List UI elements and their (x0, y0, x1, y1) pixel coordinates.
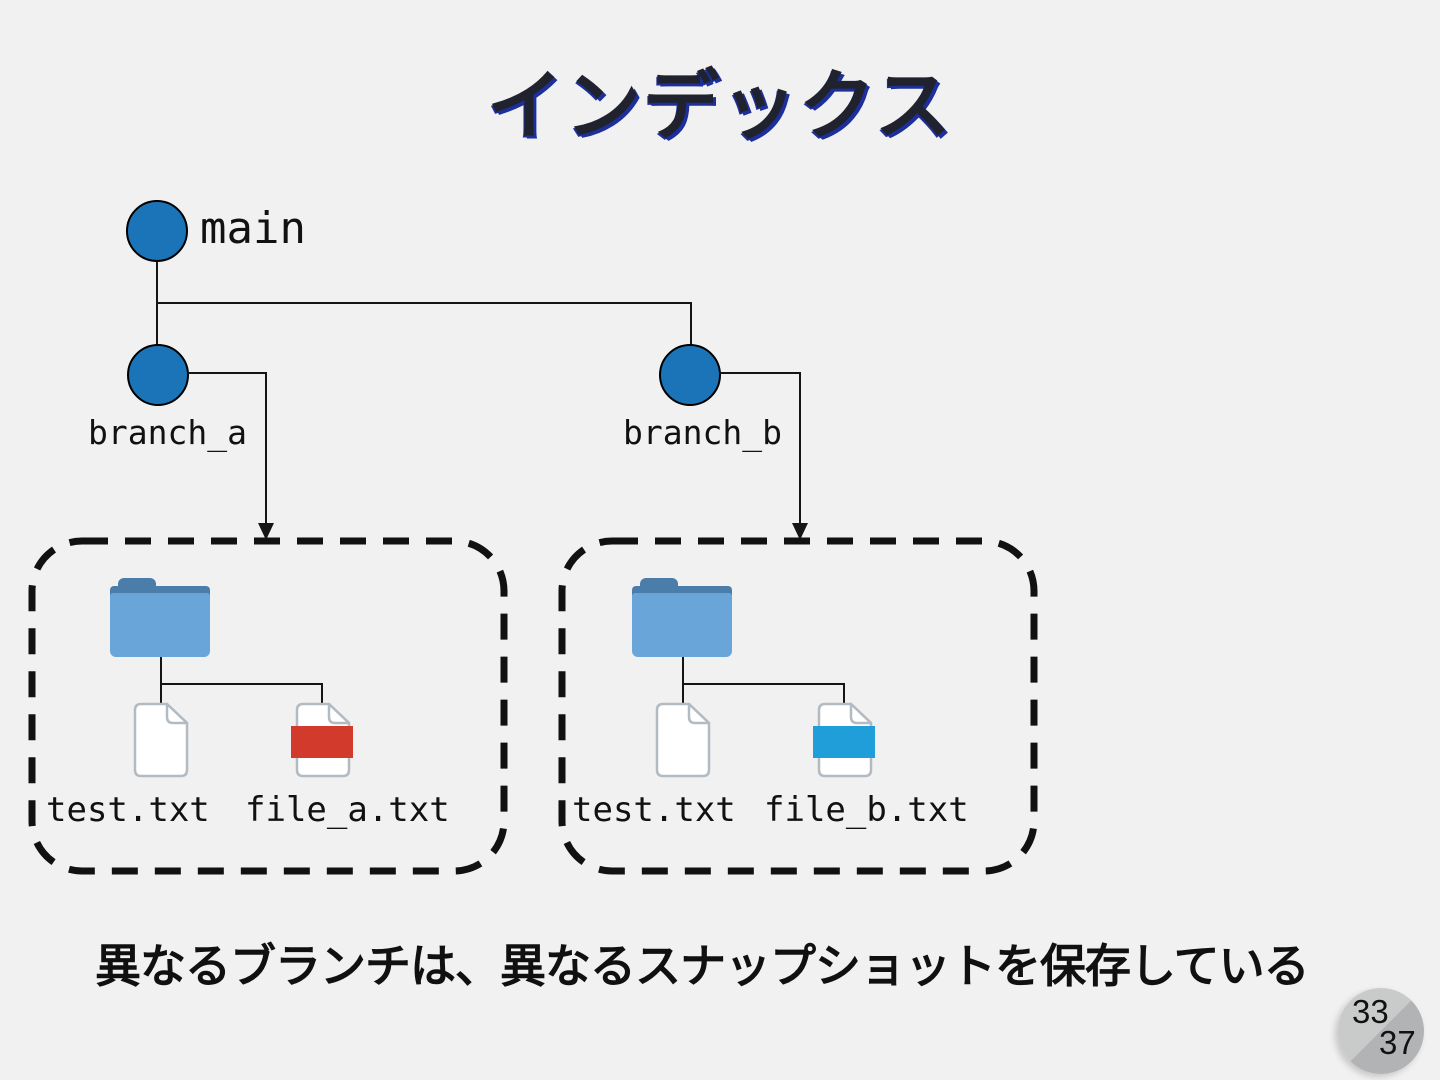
file-label: test.txt (46, 790, 210, 830)
page-current: 33 (1352, 993, 1389, 1030)
page-total: 37 (1379, 1024, 1416, 1061)
file-icon (655, 702, 711, 778)
snapshot-box-a-border (28, 537, 508, 875)
folder-tree-line (682, 657, 684, 703)
tree-connector-branch-b-vertical (690, 302, 692, 347)
folder-tree-line (843, 683, 845, 703)
folder-icon (110, 578, 210, 657)
commit-node-branch-b (659, 344, 721, 406)
file-label: file_b.txt (764, 790, 969, 830)
folder-front (110, 593, 210, 657)
commit-node-branch-a (127, 344, 189, 406)
folder-tree-line (682, 683, 845, 685)
file-label: file_a.txt (245, 790, 450, 830)
slide-caption: 異なるブランチは、異なるスナップショットを保存している (95, 940, 1310, 992)
file-icon-red-band (291, 702, 353, 778)
folder-front (632, 593, 732, 657)
file-label: test.txt (572, 790, 736, 830)
file-icon (133, 702, 189, 778)
arrow-down-icon (792, 523, 808, 540)
arrow-down-icon (258, 523, 274, 540)
page-number-badge: 33 37 (1338, 988, 1424, 1074)
folder-tree-line (160, 657, 162, 703)
slide-title: インデックス (487, 64, 953, 149)
branch-label-a: branch_a (88, 413, 247, 452)
branch-label-b: branch_b (623, 413, 782, 452)
folder-tree-line (321, 683, 323, 703)
folder-tree-line (160, 683, 323, 685)
snapshot-box-b-border (558, 537, 1038, 875)
tree-connector-main-vertical (156, 261, 158, 347)
arrow-a-vertical (265, 372, 267, 524)
tree-connector-horizontal (156, 302, 692, 304)
file-content-band (813, 726, 875, 758)
folder-icon (632, 578, 732, 657)
branch-label-main: main (200, 203, 306, 254)
file-content-band (291, 726, 353, 758)
arrow-b-vertical (799, 372, 801, 524)
arrow-b-horizontal (719, 372, 801, 374)
commit-node-main (126, 200, 188, 262)
file-icon-blue-band (813, 702, 875, 778)
arrow-a-horizontal (187, 372, 267, 374)
